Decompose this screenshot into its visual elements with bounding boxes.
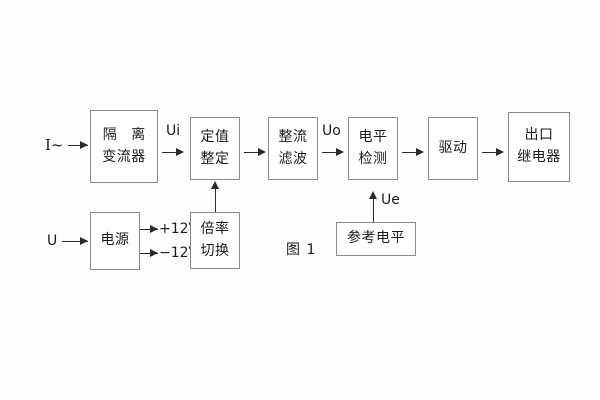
- block-multiplier-line1: 倍率: [200, 220, 230, 237]
- block-setting-line2: 整定: [200, 150, 230, 167]
- current-input-label: I~: [45, 136, 64, 154]
- block-isolation-line1: 隔 离: [102, 126, 151, 143]
- block-isolation-line2: 变流器: [102, 148, 146, 165]
- block-isolation-transformer[interactable]: 隔 离 变流器: [90, 110, 158, 183]
- voltage-input-label: U: [47, 233, 58, 249]
- reference-to-detector-wire: [373, 198, 374, 222]
- block-rectifier-line1: 整流: [278, 128, 308, 145]
- block-level-detector[interactable]: 电平 检测: [348, 117, 398, 180]
- voltage-input-arrowhead: [80, 236, 88, 245]
- rail-positive-label: +12V: [159, 221, 199, 237]
- block-output-relay[interactable]: 出口 继电器: [508, 112, 570, 182]
- detector-to-driver-arrowhead: [416, 147, 424, 156]
- rail-positive-arrowhead: [150, 224, 158, 233]
- block-value-setting[interactable]: 定值 整定: [190, 117, 240, 180]
- block-output-line1: 出口: [524, 127, 554, 144]
- block-reference-line1: 参考电平: [347, 230, 405, 247]
- block-output-line2: 继电器: [517, 149, 561, 165]
- driver-to-output-wire: [482, 152, 502, 153]
- current-input-arrowhead: [80, 140, 88, 149]
- rail-negative-wire: [140, 253, 158, 254]
- block-multiplier-switch[interactable]: 倍率 切换: [190, 212, 240, 269]
- uo-arrowhead: [336, 147, 344, 156]
- ui-wire: [162, 152, 182, 153]
- block-setting-line1: 定值: [200, 128, 230, 145]
- block-detector-line2: 检测: [358, 150, 388, 167]
- block-detector-line1: 电平: [358, 128, 388, 145]
- figure-caption: 图 1: [286, 242, 317, 258]
- multiplier-to-setting-wire: [215, 188, 216, 212]
- signal-ui-label: Ui: [166, 123, 181, 139]
- block-power-supply[interactable]: 电源: [90, 212, 140, 270]
- current-input-wire: [68, 145, 88, 146]
- ui-arrowhead: [176, 147, 184, 156]
- rail-negative-arrowhead: [150, 248, 158, 257]
- signal-ue-label: Ue: [381, 192, 400, 208]
- block-driver[interactable]: 驱动: [428, 117, 478, 180]
- setting-to-rectifier-arrowhead: [258, 147, 266, 156]
- signal-uo-label: Uo: [322, 123, 341, 139]
- block-reference-level[interactable]: 参考电平: [336, 222, 416, 256]
- uo-wire: [322, 152, 342, 153]
- multiplier-to-setting-arrowhead: [210, 181, 219, 189]
- reference-to-detector-arrowhead: [368, 191, 377, 199]
- block-multiplier-line2: 切换: [200, 242, 230, 259]
- detector-to-driver-wire: [402, 152, 422, 153]
- setting-to-rectifier-wire: [244, 152, 264, 153]
- block-rectifier-filter[interactable]: 整流 滤波: [268, 117, 318, 180]
- block-power-line1: 电源: [100, 232, 130, 249]
- block-driver-line1: 驱动: [438, 139, 468, 156]
- rail-positive-wire: [140, 229, 158, 230]
- rail-negative-label: −12V: [159, 245, 199, 261]
- block-rectifier-line2: 滤波: [278, 150, 308, 167]
- driver-to-output-arrowhead: [496, 147, 504, 156]
- voltage-input-wire: [62, 241, 88, 242]
